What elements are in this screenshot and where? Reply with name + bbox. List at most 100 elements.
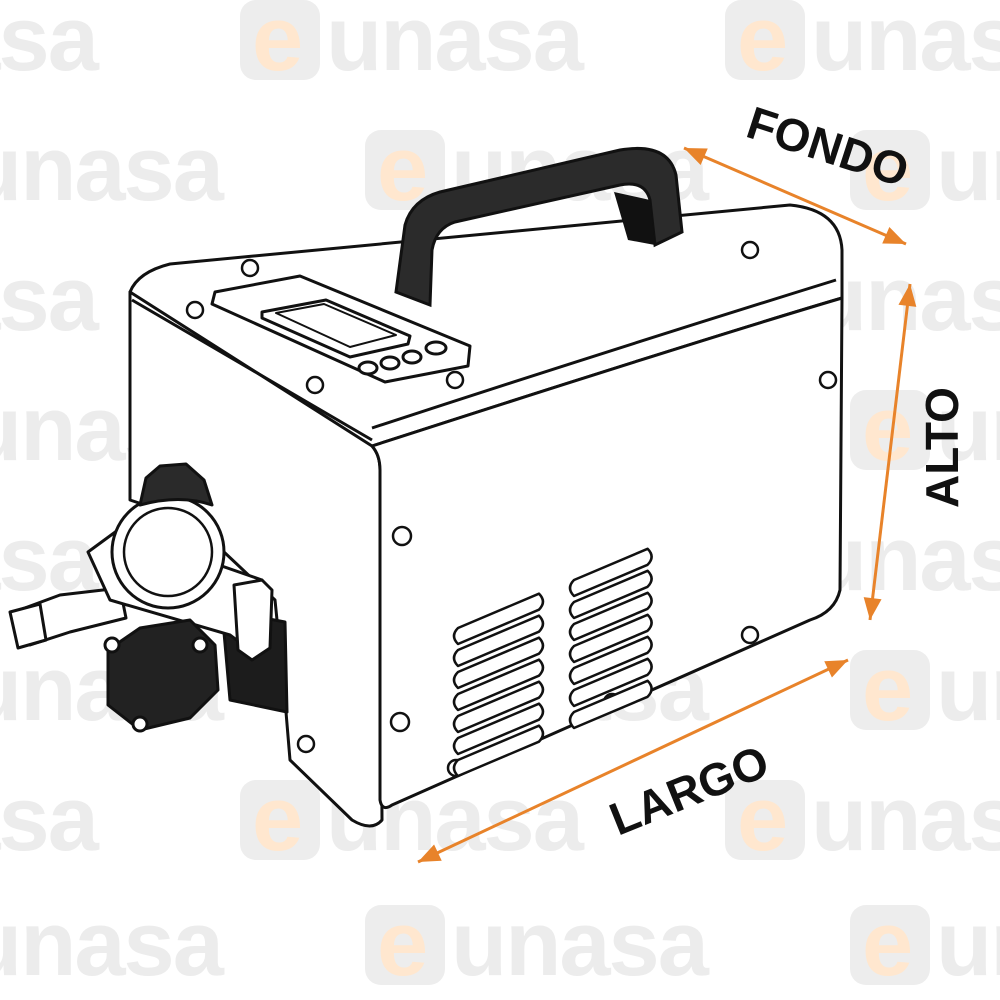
watermark-letter-e: e [862,378,911,480]
watermark-letter-e: e [737,768,786,870]
vent-slot [452,636,545,690]
height-arrow-head-start [898,284,917,307]
top-side-rim-line [131,298,373,442]
panel-button-3 [401,349,423,365]
watermark-letter-e: e [737,0,786,90]
machine-illustration [128,203,844,828]
handle-shade [614,192,655,245]
watermark-e-box [850,905,930,985]
watermark-letter-e: e [252,0,301,90]
vent-slot [452,702,545,756]
watermark-text: unasa [811,768,1000,870]
nozzle-assembly [8,462,289,733]
watermark-e-box [365,130,445,210]
connector-elbow [232,578,274,662]
display-screen [260,298,412,359]
vent-slot [452,724,545,778]
vent-slot [568,657,653,708]
screw [185,300,205,320]
watermark-text: unasa [0,893,225,995]
filter-cap [106,618,220,732]
watermark-letter-e: e [862,638,911,740]
depth-arrow-head-end [882,227,906,244]
vent-slot [568,679,653,730]
knob [138,462,214,507]
watermark-e-box [240,0,320,80]
screw [818,370,838,390]
vent-slot [452,592,545,646]
watermark-letter-e: e [862,118,911,220]
ventilation-slots [452,547,653,778]
watermark-text: unasa [811,508,1000,610]
filter-bolt [191,636,209,654]
height-label: ALTO [916,387,968,508]
panel-button-4 [424,340,448,356]
vent-slot [568,613,653,664]
screw [391,525,413,547]
vent-slot [568,547,653,598]
top-rim-line [371,278,837,430]
screw [305,375,325,395]
filter-bolt [131,715,149,733]
screw [740,625,760,645]
pipe-end [8,602,48,650]
display-inner [275,303,397,348]
valve-body-inner [122,506,214,598]
filter-bolt [103,636,121,654]
width-arrow-line [417,658,849,864]
depth-arrow-head-start [684,148,708,165]
screw [240,258,260,278]
watermark-text: unasa [936,378,1000,480]
watermark-text: unasa [326,0,585,90]
screw [740,240,760,260]
control-buttons [357,340,448,376]
vent-slot [568,591,653,642]
watermark-text: unasa [936,638,1000,740]
watermark-text: unasa [0,768,100,870]
vent-slot [452,614,545,668]
panel-button-1 [357,360,379,376]
carry-handle [394,146,684,308]
watermark-e-box [850,650,930,730]
watermark-e-box [850,390,930,470]
height-arrow-head-end [863,597,882,620]
watermark-e-box [725,0,805,80]
watermark-text: unasa [0,248,100,350]
watermark-e-box [725,780,805,860]
screw [389,711,411,733]
watermark-e-box [850,130,930,210]
width-arrow [417,658,849,864]
vent-slot [568,635,653,686]
depth-label: FONDO [741,96,915,197]
watermark-e-box [240,780,320,860]
depth-arrow-line [683,146,907,246]
watermark-text: unasa [811,0,1000,90]
vent-slot [452,658,545,712]
vent-slot [452,680,545,734]
watermark-e-box [365,905,445,985]
depth-arrow [683,146,907,246]
width-arrow-head-start [824,660,848,678]
watermark-text: unasa [0,118,225,220]
vent-slot [568,569,653,620]
width-arrow-head-end [418,844,442,862]
screw [296,734,316,754]
watermark-letter-e: e [862,893,911,995]
dimension-arrows [417,146,917,864]
height-arrow-line [868,283,912,621]
